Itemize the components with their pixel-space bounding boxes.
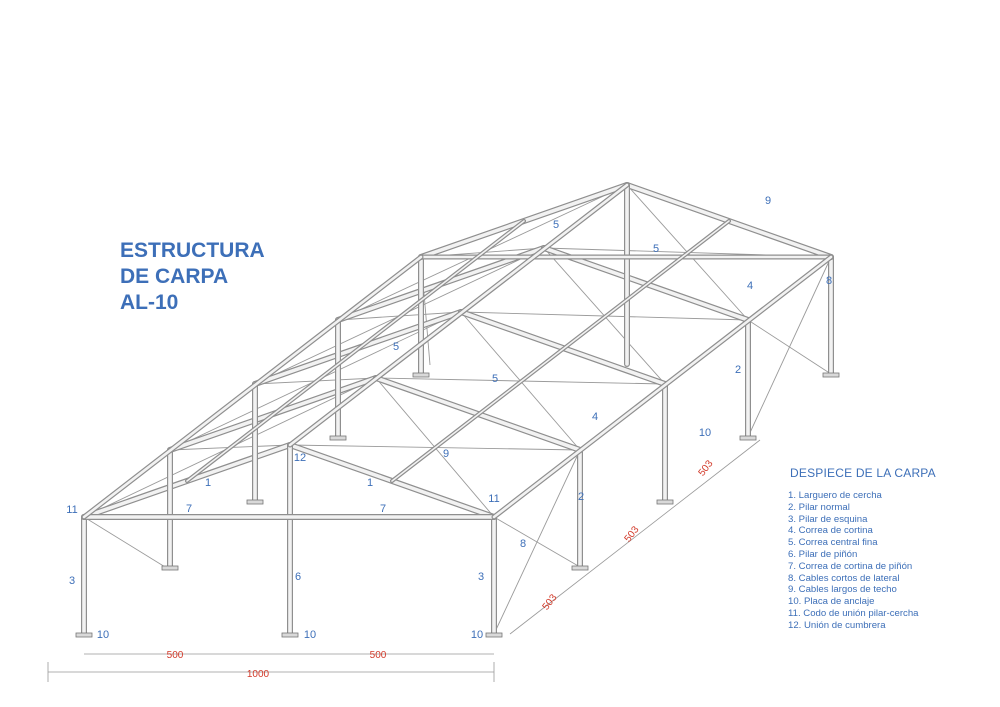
part-number-label: 9: [765, 195, 771, 207]
legend-item: 12. Unión de cumbrera: [788, 619, 886, 631]
anchor-plate: [822, 372, 840, 378]
anchor-plate: [329, 435, 347, 441]
part-number-label: 12: [294, 452, 306, 464]
anchor-plate: [485, 632, 503, 638]
legend-item: 8. Cables cortos de lateral: [788, 572, 900, 584]
legend-item: 11. Codo de unión pilar-cercha: [788, 607, 919, 619]
anchor-plates-layer: [75, 372, 840, 638]
part-number-label: 9: [443, 448, 449, 460]
dimension-label: 503: [541, 592, 560, 612]
dimension-label: 500: [370, 650, 387, 661]
part-number-label: 1: [367, 477, 373, 489]
curtain-purlin-fill: [492, 255, 833, 519]
title-line-2: DE CARPA: [120, 265, 229, 288]
anchor-plate: [246, 499, 264, 505]
part-number-label: 10: [304, 629, 316, 641]
part-number-label: 3: [478, 571, 484, 583]
part-number-label: 5: [553, 219, 559, 231]
legend-item: 3. Pilar de esquina: [788, 513, 868, 525]
ridge-purlin-fill: [288, 183, 629, 447]
title-line-3: AL-10: [120, 291, 179, 314]
legend-item: 9. Cables largos de techo: [788, 584, 897, 596]
part-number-label: 3: [69, 575, 75, 587]
frame-layer: [81, 182, 834, 637]
legend-item: 10. Placa de anclaje: [788, 596, 875, 608]
legend-list: 1. Larguero de cercha 2. Pilar normal 3.…: [788, 490, 936, 632]
parts-legend: DESPIECE DE LA CARPA 1. Larguero de cerc…: [788, 466, 936, 632]
part-number-label: 7: [186, 503, 192, 515]
legend-item: 6. Pilar de piñón: [788, 548, 858, 560]
dimension-label: 503: [697, 458, 716, 478]
title-line-1: ESTRUCTURA: [120, 239, 265, 262]
part-number-label: 5: [393, 341, 399, 353]
part-number-label: 4: [747, 280, 753, 292]
part-number-label: 8: [520, 538, 526, 550]
anchor-plate: [75, 632, 93, 638]
part-number-label: 5: [492, 373, 498, 385]
dimension-label: 503: [623, 524, 642, 544]
part-number-label: 11: [488, 493, 499, 505]
part-number-label: 10: [699, 427, 711, 439]
legend-item: 4. Correa de cortina: [788, 525, 873, 537]
dimension-label: 500: [167, 650, 184, 661]
anchor-plate: [281, 632, 299, 638]
part-number-label: 5: [653, 243, 659, 255]
part-number-label: 6: [295, 571, 301, 583]
cable: [493, 449, 581, 635]
part-number-label: 11: [66, 504, 77, 516]
legend-heading: DESPIECE DE LA CARPA: [790, 466, 936, 480]
anchor-plate: [656, 499, 674, 505]
part-number-label: 4: [592, 411, 598, 423]
part-number-label: 10: [97, 629, 109, 641]
part-number-label: 1: [205, 477, 211, 489]
legend-item: 1. Larguero de cercha: [788, 490, 882, 501]
cable: [747, 256, 832, 438]
legend-item: 2. Pilar normal: [788, 501, 850, 513]
dimension-line: [509, 439, 761, 635]
anchor-plate: [412, 372, 430, 378]
anchor-plate: [161, 565, 179, 571]
part-number-label: 10: [471, 629, 483, 641]
legend-item: 5. Correa central fina: [788, 537, 878, 549]
anchor-plate: [739, 435, 757, 441]
curtain-purlin-fill: [82, 255, 423, 519]
part-number-label: 8: [826, 275, 832, 287]
diagram-title: ESTRUCTURA DE CARPA AL-10: [120, 238, 265, 316]
part-number-label: 7: [380, 503, 386, 515]
central-purlin-fill: [186, 220, 525, 482]
anchor-plate: [571, 565, 589, 571]
central-purlin-fill: [391, 220, 730, 482]
part-number-label: 2: [735, 364, 741, 376]
part-number-label: 2: [578, 491, 584, 503]
cable: [83, 516, 171, 571]
dimension-label: 1000: [247, 669, 270, 680]
legend-item: 7. Correa de cortina de piñón: [788, 560, 913, 572]
